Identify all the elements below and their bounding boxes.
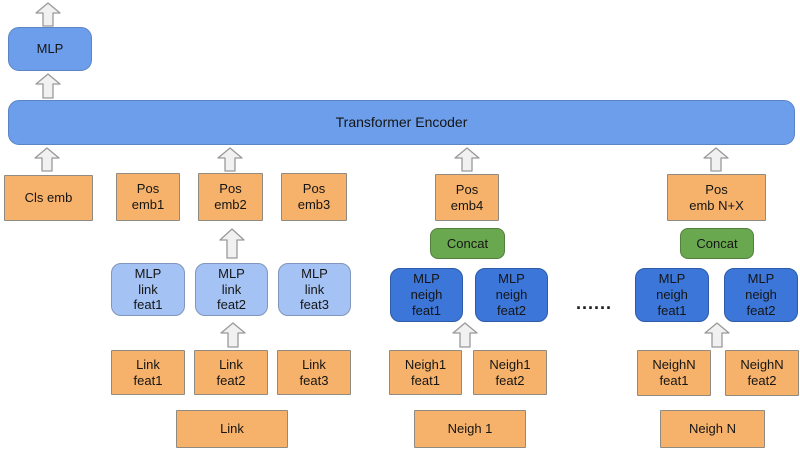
neighn-feat2-box: NeighN feat2 — [725, 350, 799, 396]
transformer-encoder-box: Transformer Encoder — [8, 100, 795, 145]
mlp-link-feat2-box: MLP link feat2 — [195, 263, 268, 316]
arrow-up-icon — [220, 322, 246, 348]
pos-emb4-box: Pos emb4 — [435, 174, 499, 221]
link-feat1-box: Link feat1 — [111, 350, 185, 395]
pos-emb3-box: Pos emb3 — [281, 173, 347, 221]
mlp-link-feat1-box: MLP link feat1 — [111, 263, 185, 316]
pos-emb2-box: Pos emb2 — [198, 173, 263, 221]
link-feat2-box: Link feat2 — [194, 350, 268, 395]
link-box: Link — [176, 410, 288, 448]
arrow-up-icon — [704, 322, 730, 348]
mlp-neighn-feat2-box: MLP neigh feat2 — [724, 268, 798, 322]
mlp-head-box: MLP — [8, 27, 92, 71]
mlp-link-feat3-box: MLP link feat3 — [278, 263, 351, 316]
mlp-neigh1-feat1-box: MLP neigh feat1 — [390, 268, 463, 322]
mlp-neigh1-feat2-box: MLP neigh feat2 — [475, 268, 548, 322]
arrow-up-icon — [452, 322, 478, 348]
pos-emb1-box: Pos emb1 — [116, 173, 180, 221]
ellipsis-dots: ...... — [575, 293, 612, 313]
arrow-up-icon — [34, 147, 60, 172]
arrow-up-icon — [35, 73, 61, 99]
neigh1-feat1-box: Neigh1 feat1 — [389, 350, 462, 395]
neigh1-feat2-box: Neigh1 feat2 — [473, 350, 547, 395]
arrow-up-icon — [217, 147, 243, 172]
arrow-up-icon — [35, 2, 61, 27]
cls-emb-box: Cls emb — [4, 175, 93, 221]
concat-box-1: Concat — [430, 228, 505, 259]
neigh-1-box: Neigh 1 — [414, 410, 526, 448]
arrow-up-icon — [703, 147, 729, 172]
arrow-up-icon — [454, 147, 480, 172]
neighn-feat1-box: NeighN feat1 — [637, 350, 711, 396]
pos-emb-nx-box: Pos emb N+X — [667, 174, 766, 221]
mlp-neighn-feat1-box: MLP neigh feat1 — [635, 268, 709, 322]
concat-box-2: Concat — [680, 228, 754, 259]
arrow-up-icon — [219, 228, 245, 259]
neigh-n-box: Neigh N — [660, 410, 765, 448]
link-feat3-box: Link feat3 — [277, 350, 351, 395]
